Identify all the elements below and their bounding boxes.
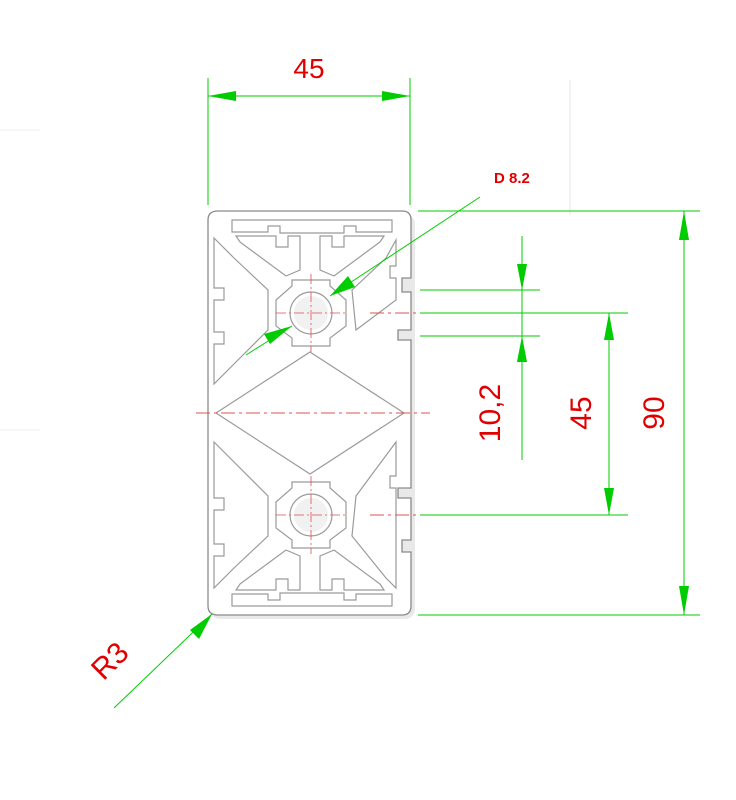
right-upper-chamber [351,237,397,332]
bottom-t-slot [231,592,393,607]
leader-corner-radius [113,613,213,709]
left-lower-chamber [213,440,269,590]
top-right-chamber [319,235,386,277]
dimension-slot-offset-label: 10,2 [474,384,507,442]
left-upper-chamber [213,236,269,386]
dimension-top-width-label: 45 [293,53,324,84]
dimension-center-distance-label: 45 [565,396,598,429]
dimension-top-width [207,78,411,205]
bottom-right-chamber [319,549,386,591]
dimension-total-height [418,210,700,616]
aluminium-profile [207,210,415,619]
dimension-center-distance [420,312,628,516]
dimension-total-height-label: 90 [638,396,671,429]
corner-radius-label: R3 [85,636,135,686]
background-construction-lines [0,80,571,431]
top-left-chamber [234,235,301,277]
leader-bore-diameter [245,196,481,356]
bore-diameter-label: D 8.2 [494,170,530,187]
bottom-left-chamber [234,549,301,591]
top-t-slot [231,219,393,234]
center-lines [196,274,430,554]
dimension-slot-offset [420,236,540,460]
